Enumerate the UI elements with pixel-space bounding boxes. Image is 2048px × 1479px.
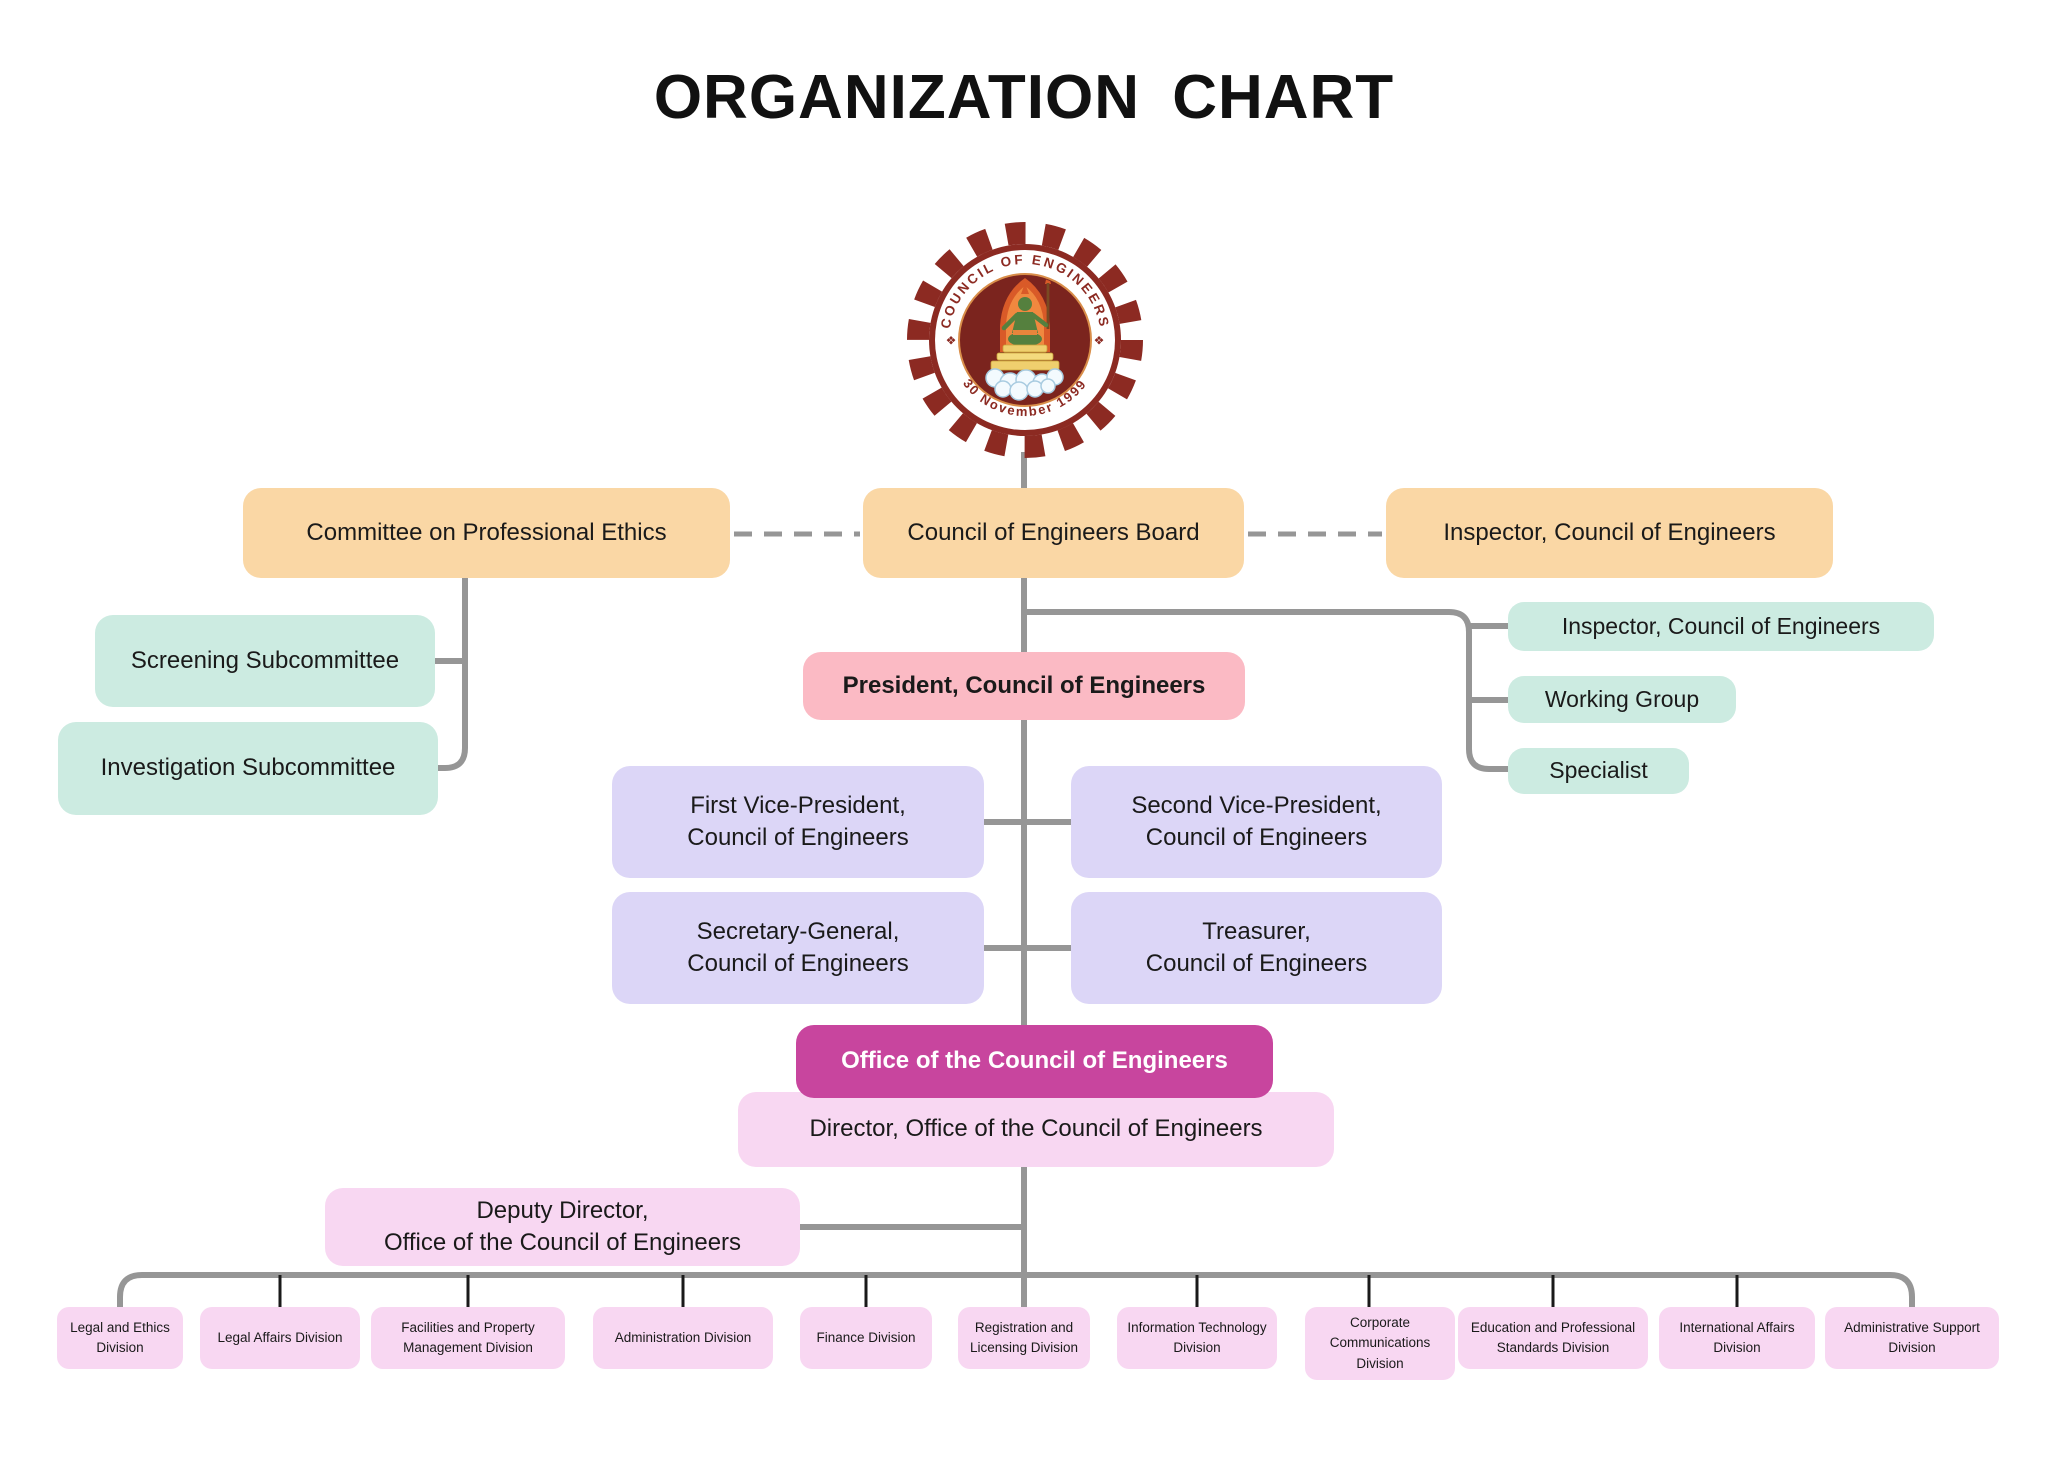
node-treasurer: Treasurer, Council of Engineers (1071, 892, 1442, 1004)
council-of-engineers-seal-icon: COUNCIL OF ENGINEERS 30 November 1999 ❖ … (907, 222, 1143, 458)
node-committee-on-professional-ethics: Committee on Professional Ethics (243, 488, 730, 578)
division-administration: Administration Division (593, 1307, 773, 1369)
division-corporate-communications: Corporate Communications Division (1305, 1307, 1455, 1380)
division-registration-and-licensing: Registration and Licensing Division (958, 1307, 1090, 1369)
seal-left-ornament-icon: ❖ (946, 334, 957, 348)
node-second-vice-president: Second Vice-President, Council of Engine… (1071, 766, 1442, 878)
division-finance: Finance Division (800, 1307, 932, 1369)
node-first-vice-president: First Vice-President, Council of Enginee… (612, 766, 984, 878)
node-investigation-subcommittee: Investigation Subcommittee (58, 722, 438, 815)
node-inspector-council-of-engineers-right: Inspector, Council of Engineers (1508, 602, 1934, 651)
node-deputy-director-office: Deputy Director, Office of the Council o… (325, 1188, 800, 1266)
division-legal-affairs: Legal Affairs Division (200, 1307, 360, 1369)
node-screening-subcommittee: Screening Subcommittee (95, 615, 435, 707)
node-president: President, Council of Engineers (803, 652, 1245, 720)
node-specialist: Specialist (1508, 748, 1689, 794)
node-director-office: Director, Office of the Council of Engin… (738, 1092, 1334, 1167)
division-information-technology: Information Technology Division (1117, 1307, 1277, 1369)
division-international-affairs: International Affairs Division (1659, 1307, 1815, 1369)
connector-committee-investigation (438, 576, 468, 771)
page-title: ORGANIZATION CHART (653, 63, 1395, 132)
node-working-group: Working Group (1508, 676, 1736, 723)
node-inspector-council-of-engineers-top: Inspector, Council of Engineers (1386, 488, 1833, 578)
connector-right-subtree (1024, 609, 1508, 772)
node-council-of-engineers-board: Council of Engineers Board (863, 488, 1244, 578)
node-secretary-general: Secretary-General, Council of Engineers (612, 892, 984, 1004)
division-administrative-support: Administrative Support Division (1825, 1307, 1999, 1369)
division-legal-and-ethics: Legal and Ethics Division (57, 1307, 183, 1369)
division-facilities-and-property-management: Facilities and Property Management Divis… (371, 1307, 565, 1369)
seal-right-ornament-icon: ❖ (1094, 334, 1105, 348)
connector-distribution-rail (117, 1272, 1915, 1307)
node-office-of-the-council: Office of the Council of Engineers (796, 1025, 1273, 1098)
division-education-and-professional-standards: Education and Professional Standards Div… (1458, 1307, 1648, 1369)
